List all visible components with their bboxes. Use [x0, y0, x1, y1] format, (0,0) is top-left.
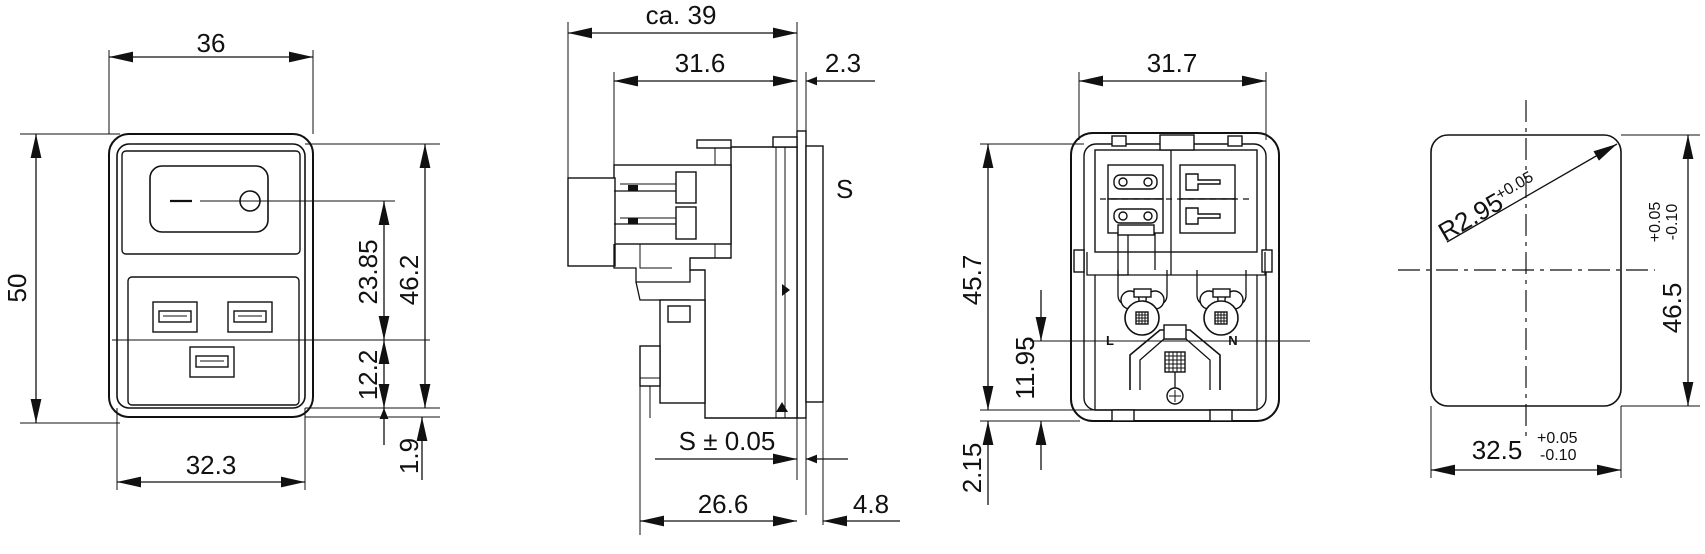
socket-pin-left	[152, 301, 198, 333]
socket-pin-earth	[189, 346, 235, 378]
dim-label-s-tolerance: S ± 0.05	[679, 426, 776, 456]
dim-label-1-9: 1.9	[394, 438, 424, 474]
side-flange	[796, 130, 807, 419]
dim-label-4-8: 4.8	[853, 489, 889, 519]
socket-pin-right	[227, 301, 273, 333]
rear-terminal-n	[1196, 270, 1247, 336]
inlet-panel	[127, 276, 300, 406]
side-bezel	[805, 145, 824, 403]
rear-label-n: N	[1228, 333, 1237, 348]
side-rear-connector	[567, 177, 616, 267]
rear-label-l: L	[1106, 333, 1114, 348]
dim-label-32-5-tol-upper: +0.05	[1537, 430, 1578, 447]
rear-view: L N 31.7 45.7 11.95 2.15	[957, 48, 1310, 505]
side-housing	[689, 146, 798, 419]
dim-label-11-95: 11.95	[1010, 336, 1040, 399]
dim-label-12-2: 12.2	[353, 350, 383, 401]
front-view: 36 50 32.3 23.85 46.2 12.2 1.9	[2, 28, 440, 490]
rear-terminal-top-left	[1107, 164, 1164, 200]
dim-label-31-6: 31.6	[675, 48, 726, 78]
dim-label-2-3: 2.3	[825, 48, 861, 78]
dim-label-46-2: 46.2	[394, 255, 424, 306]
dim-label-26-6: 26.6	[698, 489, 749, 519]
dim-label-32-5-tol-lower: -0.10	[1540, 447, 1577, 464]
rear-terminal-bottom-right	[1179, 198, 1236, 234]
dim-label-23-85: 23.85	[353, 239, 383, 304]
dim-label-2-15: 2.15	[957, 443, 987, 494]
side-view: ca. 39 31.6 2.3 S S ± 0.05 26.6 4.8	[567, 0, 900, 535]
dim-label-ca-39: ca. 39	[646, 0, 717, 30]
cutout-view: R2.95 +0.05 32.5 +0.05 -0.10 46.5 +0.05 …	[1398, 100, 1700, 478]
rear-terminal-earth	[1129, 324, 1221, 405]
side-switch-block	[613, 164, 732, 245]
panel-thickness-label: S	[836, 174, 853, 204]
dim-label-50: 50	[2, 274, 32, 303]
dim-line-radius	[1446, 143, 1618, 243]
rocker-switch	[149, 165, 269, 233]
dim-label-46-5-tol-lower: -0.10	[1664, 204, 1681, 241]
dim-label-46-5: 46.5	[1657, 283, 1687, 334]
rear-terminal-l	[1117, 270, 1168, 336]
dim-label-31-7: 31.7	[1147, 48, 1198, 78]
rear-terminal-top-right	[1179, 164, 1236, 200]
dim-label-46-5-tol-upper: +0.05	[1647, 202, 1664, 243]
dim-label-32-5: 32.5	[1472, 435, 1523, 465]
dim-label-45-7: 45.7	[957, 255, 987, 306]
dim-label-32-3: 32.3	[186, 450, 237, 480]
dim-label-36: 36	[197, 28, 226, 58]
